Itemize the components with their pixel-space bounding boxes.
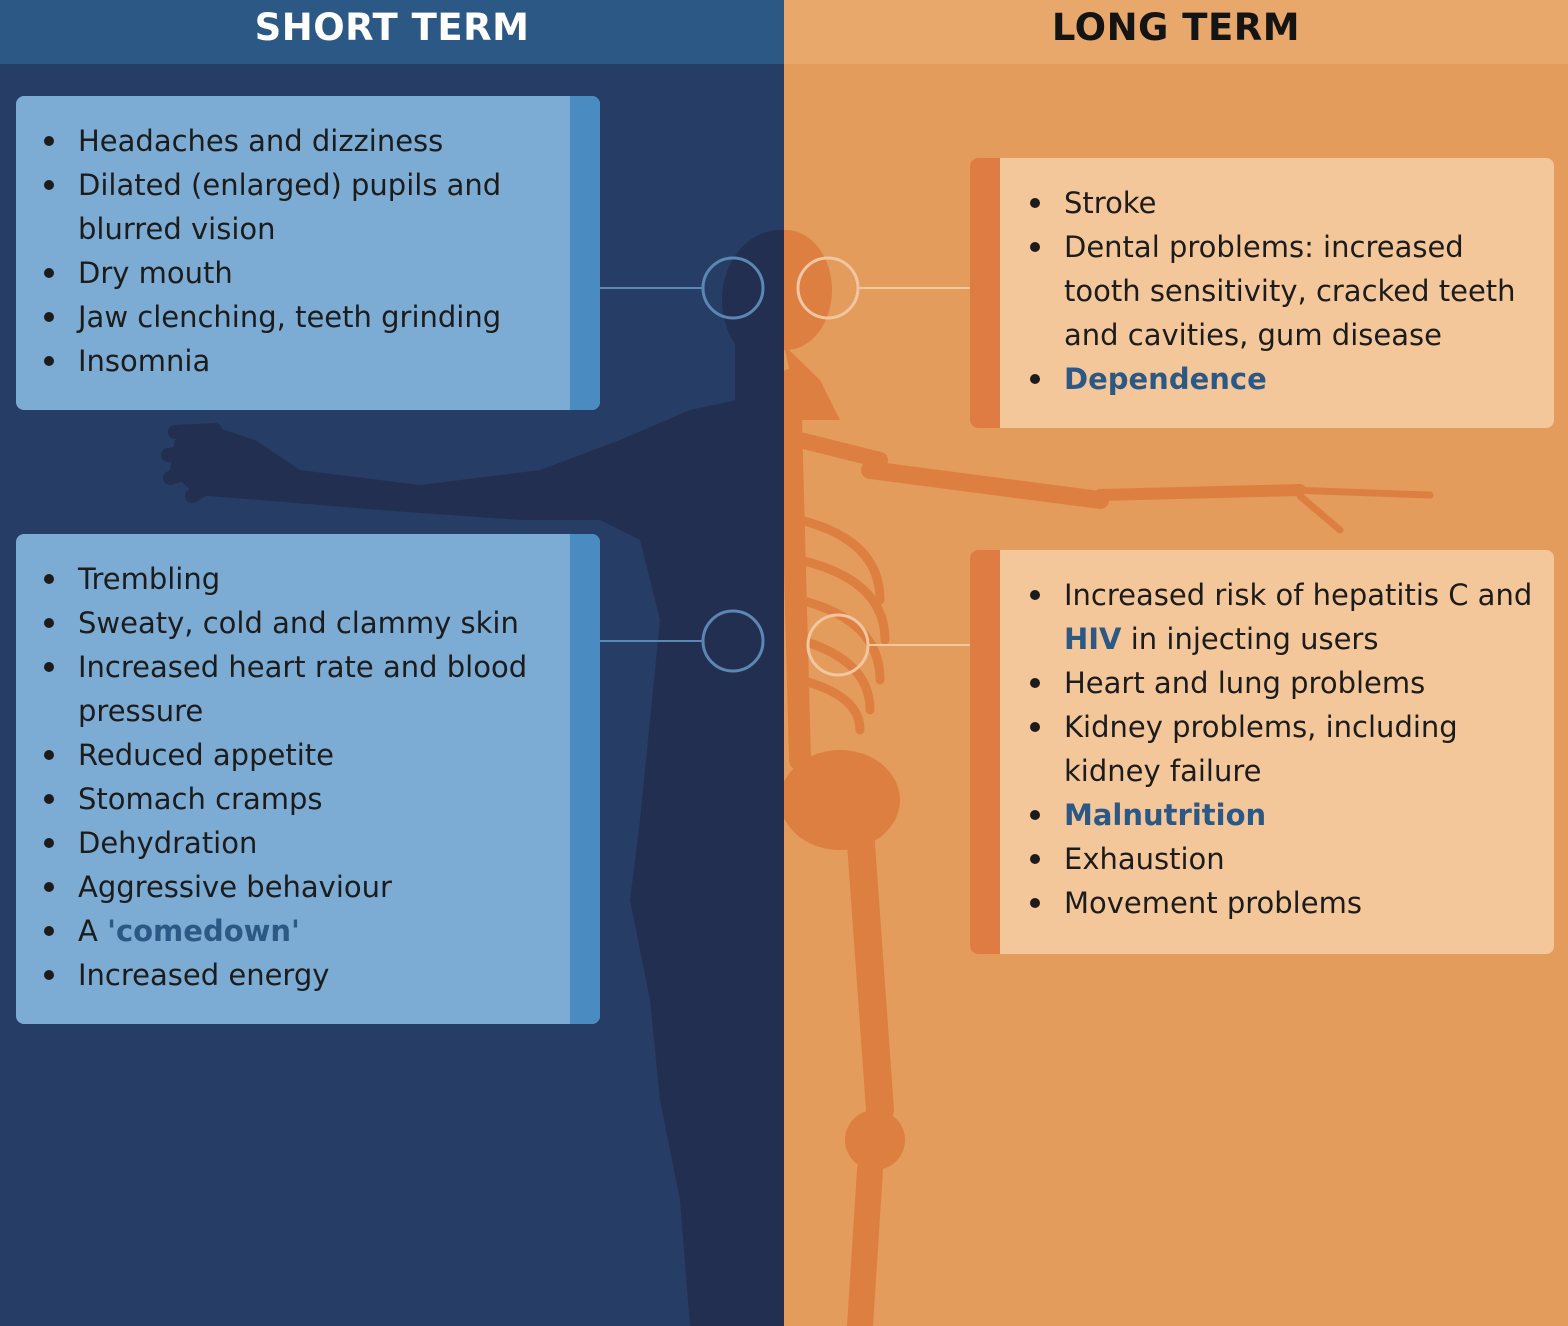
dependence-link[interactable]: Dependence (1064, 362, 1267, 396)
bullet-icon (44, 312, 54, 322)
list-item: Increased heart rate and blood pressure (44, 645, 560, 733)
bullet-icon (44, 136, 54, 146)
bullet-icon (1030, 678, 1040, 688)
long-term-body-list: Increased risk of hepatitis C and HIV in… (1030, 573, 1542, 925)
bullet-icon (44, 356, 54, 366)
body-silhouette-icon (161, 230, 784, 1326)
list-item-text: Increased heart rate and blood pressure (78, 650, 528, 728)
short-term-head-list: Headaches and dizziness Dilated (enlarge… (44, 119, 560, 383)
bullet-icon (1030, 198, 1040, 208)
list-item-text: Reduced appetite (78, 738, 334, 772)
list-item-text: Kidney problems, including kidney failur… (1064, 710, 1458, 788)
list-item-text: Insomnia (78, 344, 211, 378)
list-item-text: Dehydration (78, 826, 258, 860)
list-item: Kidney problems, including kidney failur… (1030, 705, 1540, 793)
short-term-card-head: Headaches and dizziness Dilated (enlarge… (16, 96, 600, 410)
bullet-icon (44, 662, 54, 672)
list-item-text: Trembling (78, 562, 221, 596)
list-item: Jaw clenching, teeth grinding (44, 295, 560, 339)
connector-rings (600, 256, 970, 677)
list-item: Aggressive behaviour (44, 865, 560, 909)
list-item: Dilated (enlarged) pupils and blurred vi… (44, 163, 560, 251)
long-term-head-list: Stroke Dental problems: increased tooth … (1030, 181, 1540, 401)
card-accent-bar (570, 534, 600, 1024)
list-item-text: Stomach cramps (78, 782, 323, 816)
list-item-text: Increased energy (78, 958, 330, 992)
hiv-link[interactable]: HIV (1064, 622, 1122, 656)
list-item-text: Jaw clenching, teeth grinding (78, 300, 502, 334)
connector-ring-icon (701, 609, 765, 673)
list-item: Stroke (1030, 181, 1540, 225)
list-item: Stomach cramps (44, 777, 560, 821)
bullet-icon (44, 618, 54, 628)
short-term-body-list: Trembling Sweaty, cold and clammy skin I… (44, 557, 560, 997)
list-item-text: Sweaty, cold and clammy skin (78, 606, 519, 640)
list-item: Increased energy (44, 953, 560, 997)
list-item: Dependence (1030, 357, 1540, 401)
long-term-header: LONG TERM (784, 0, 1568, 64)
card-accent-bar (970, 158, 1000, 428)
bullet-icon (44, 794, 54, 804)
list-item: Movement problems (1030, 881, 1540, 925)
list-item: Increased risk of hepatitis C and HIV in… (1030, 573, 1542, 661)
comedown-link[interactable]: 'comedown' (107, 914, 300, 948)
card-accent-bar (570, 96, 600, 410)
malnutrition-link[interactable]: Malnutrition (1064, 798, 1267, 832)
bullet-icon (44, 882, 54, 892)
bullet-icon (44, 574, 54, 584)
list-item-text: Dilated (enlarged) pupils and blurred vi… (78, 168, 502, 246)
list-item: Dry mouth (44, 251, 560, 295)
list-item-text: Heart and lung problems (1064, 666, 1426, 700)
list-item-text: Dry mouth (78, 256, 233, 290)
list-item-text: Stroke (1064, 186, 1157, 220)
list-item-text: Dental problems: increased tooth sensiti… (1064, 230, 1516, 352)
list-item: Exhaustion (1030, 837, 1540, 881)
bullet-icon (1030, 590, 1040, 600)
bullet-icon (44, 180, 54, 190)
bullet-icon (1030, 810, 1040, 820)
short-term-card-body: Trembling Sweaty, cold and clammy skin I… (16, 534, 600, 1024)
list-item-text: A (78, 914, 108, 948)
bullet-icon (1030, 242, 1040, 252)
connector-ring-icon (806, 613, 870, 677)
card-accent-bar (970, 550, 1000, 954)
list-item-text: Headaches and dizziness (78, 124, 444, 158)
long-term-card-body: Increased risk of hepatitis C and HIV in… (970, 550, 1554, 954)
list-item: Sweaty, cold and clammy skin (44, 601, 560, 645)
bullet-icon (44, 268, 54, 278)
list-item-text: Increased risk of hepatitis C and (1064, 578, 1542, 612)
list-item-text: in injecting users (1121, 622, 1379, 656)
bullet-icon (44, 970, 54, 980)
list-item: Malnutrition (1030, 793, 1540, 837)
list-item: Dehydration (44, 821, 560, 865)
list-item: Insomnia (44, 339, 560, 383)
bullet-icon (1030, 898, 1040, 908)
bullet-icon (44, 838, 54, 848)
list-item: Headaches and dizziness (44, 119, 560, 163)
list-item: A 'comedown' (44, 909, 560, 953)
list-item: Dental problems: increased tooth sensiti… (1030, 225, 1540, 357)
list-item: Heart and lung problems (1030, 661, 1540, 705)
long-term-card-head: Stroke Dental problems: increased tooth … (970, 158, 1554, 428)
list-item-text: Aggressive behaviour (78, 870, 392, 904)
short-term-header: SHORT TERM (0, 0, 784, 64)
bullet-icon (44, 926, 54, 936)
connector-ring-icon (701, 256, 765, 320)
bullet-icon (1030, 374, 1040, 384)
bullet-icon (44, 750, 54, 760)
list-item: Reduced appetite (44, 733, 560, 777)
connector-ring-icon (796, 256, 860, 320)
list-item-text: Movement problems (1064, 886, 1362, 920)
skeleton-figure-icon (784, 230, 1434, 1326)
list-item-text: Exhaustion (1064, 842, 1225, 876)
bullet-icon (1030, 854, 1040, 864)
list-item: Trembling (44, 557, 560, 601)
bullet-icon (1030, 722, 1040, 732)
